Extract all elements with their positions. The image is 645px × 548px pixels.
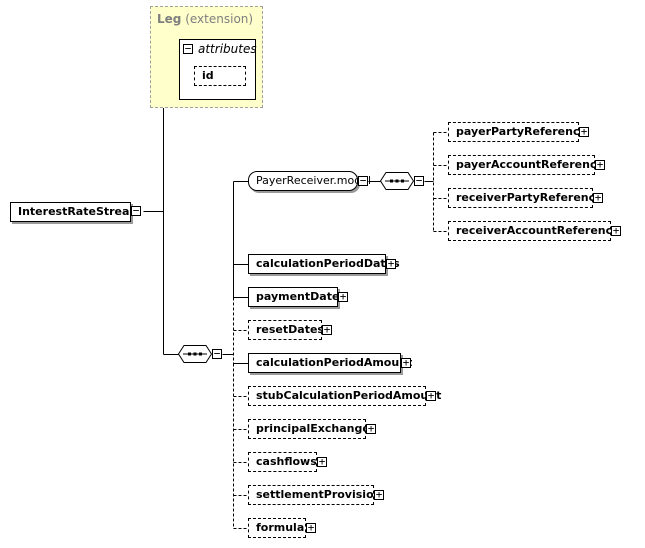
group-payer-receiver-model[interactable]: PayerReceiver.model xyxy=(248,171,371,191)
sequence-compositor-icon[interactable] xyxy=(178,345,212,363)
element-node[interactable]: receiverPartyReference xyxy=(448,188,603,208)
expand-icon[interactable]: + xyxy=(306,521,316,534)
element-node[interactable]: settlementProvision xyxy=(248,485,381,505)
element-node[interactable]: formula xyxy=(248,518,306,538)
element-node[interactable]: principalExchanges xyxy=(248,419,376,439)
extension-name: Leg xyxy=(157,12,182,26)
element-node[interactable]: stubCalculationPeriodAmount xyxy=(248,386,441,406)
element-node[interactable]: paymentDates xyxy=(248,287,346,307)
expand-icon[interactable]: + xyxy=(374,488,384,501)
expand-icon[interactable]: + xyxy=(593,191,603,204)
attribute-id[interactable]: id xyxy=(194,66,246,86)
sequence-compositor-icon[interactable] xyxy=(380,172,414,190)
element-node[interactable]: receiverAccountReference xyxy=(448,221,620,241)
extension-box: Leg (extension) − attributes id xyxy=(150,6,263,108)
expand-icon[interactable]: + xyxy=(401,356,411,369)
element-node[interactable]: calculationPeriodDates xyxy=(248,254,400,274)
element-node[interactable]: payerAccountReference xyxy=(448,155,604,175)
element-node[interactable]: cashflows xyxy=(248,452,317,472)
collapse-icon[interactable]: − xyxy=(212,347,222,360)
element-node[interactable]: resetDates xyxy=(248,320,324,340)
expand-icon[interactable]: + xyxy=(426,389,436,402)
expand-icon[interactable]: + xyxy=(317,455,327,468)
extension-title: Leg (extension) xyxy=(157,12,253,26)
expand-icon[interactable]: + xyxy=(338,290,348,303)
expand-icon[interactable]: + xyxy=(386,257,396,270)
extension-suffix: (extension) xyxy=(185,12,254,26)
expand-icon[interactable]: + xyxy=(366,422,376,435)
collapse-icon[interactable]: − xyxy=(131,204,141,217)
attributes-label: attributes xyxy=(198,42,257,56)
root-element[interactable]: InterestRateStream xyxy=(10,202,141,222)
element-node[interactable]: calculationPeriodAmount xyxy=(248,353,412,373)
expand-icon[interactable]: + xyxy=(322,323,332,336)
expand-icon[interactable]: + xyxy=(611,224,621,237)
element-node[interactable]: payerPartyReference xyxy=(448,122,587,142)
expand-icon[interactable]: + xyxy=(595,158,605,171)
collapse-icon[interactable]: − xyxy=(414,174,424,187)
collapse-icon[interactable]: − xyxy=(358,174,368,187)
expand-icon[interactable]: + xyxy=(579,125,589,138)
attributes-box: − attributes id xyxy=(179,39,257,100)
collapse-icon[interactable]: − xyxy=(183,42,193,55)
